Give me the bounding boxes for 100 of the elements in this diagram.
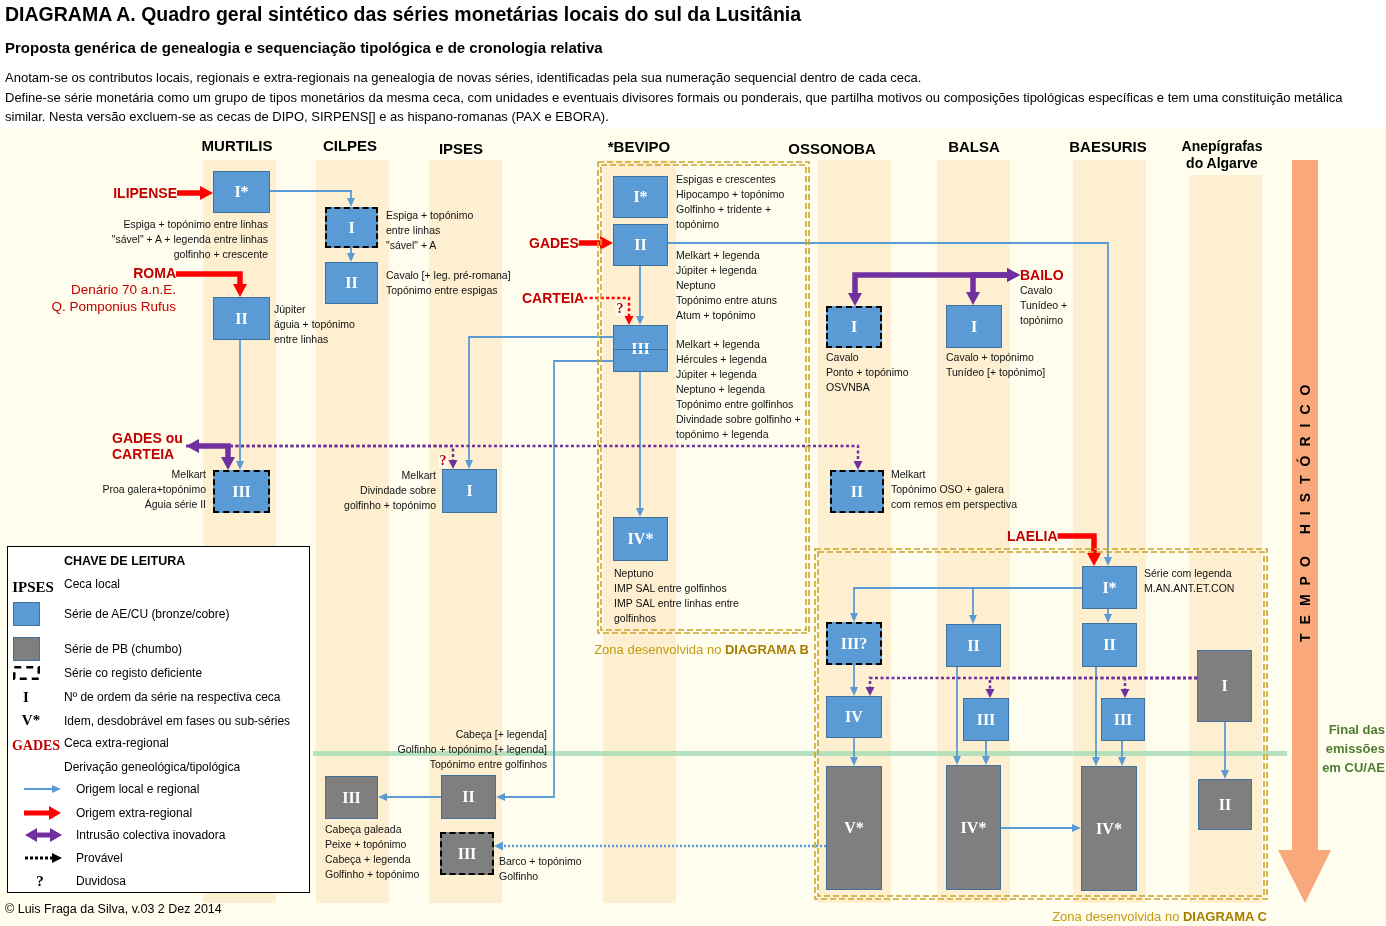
legend-text: Idem, desdobrável em fases ou sub-séries	[64, 713, 291, 729]
external-mint-label: ILIPENSE	[113, 185, 177, 201]
series-box: III?	[826, 622, 882, 665]
type-description: Espiga + topónimo entre linhas	[386, 208, 475, 238]
connector-arrow	[177, 186, 213, 200]
legend-text: Série co registo deficiente	[64, 665, 203, 681]
legend-text: Duvidosa	[76, 873, 127, 889]
type-description: Cabeça + legenda	[325, 852, 411, 867]
connector-arrow	[378, 793, 442, 801]
type-description: Peixe + topónimo	[325, 837, 407, 852]
connector-arrow	[186, 444, 863, 470]
series-box: II	[613, 224, 668, 266]
connector-arrow	[1120, 676, 1197, 698]
connector-arrow	[1221, 721, 1229, 779]
type-description: Golfinho	[499, 869, 539, 884]
timeline-label: TEMPO HISTÓRICO	[1296, 381, 1314, 644]
type-description: Ponto + topónimo OSVNBA	[826, 365, 910, 395]
series-box: I	[826, 306, 882, 348]
external-mint-label: LAELIA	[1007, 528, 1058, 544]
connector-arrow	[636, 265, 644, 325]
connector-arrow	[584, 296, 634, 325]
connector-arrow	[236, 339, 244, 470]
type-description: Cavalo	[1020, 283, 1053, 298]
connector-arrow	[1092, 666, 1100, 766]
type-description: Cabeça galeada	[325, 822, 402, 837]
legend-symbol: I	[23, 688, 29, 706]
type-description: Tunídeo + topónimo	[1020, 298, 1069, 328]
series-box: IV*	[613, 517, 668, 561]
external-mint-label: GADES	[529, 235, 579, 251]
type-description: Águia série II	[144, 497, 206, 512]
legend-text: Provável	[76, 850, 123, 866]
zone-caption: Zona desenvolvida no DIAGRAMA C	[1052, 909, 1267, 925]
type-description: Hipocampo + topónimo	[676, 187, 785, 202]
type-description: Topónimo entre atuns	[676, 293, 777, 308]
legend-text: Origem extra-regional	[76, 805, 193, 821]
type-description: Melkart	[401, 468, 436, 483]
type-description: golfinho + crescente	[173, 247, 268, 262]
type-description: Cabeça [+ legenda]	[455, 727, 547, 742]
zone-caption: Zona desenvolvida no DIAGRAMA B	[594, 642, 809, 658]
connector-arrow	[176, 271, 247, 297]
type-description: IMP SAL entre golfinhos	[614, 581, 727, 596]
type-description: Golfinho + topónimo	[325, 867, 420, 882]
threshold-label: Final das emissões em CU/AE	[1321, 721, 1385, 777]
series-box: II	[213, 297, 270, 340]
legend-heading: CHAVE DE LEITURA	[64, 553, 186, 569]
edge-label: ?	[615, 302, 625, 316]
series-box: III	[1101, 698, 1145, 741]
series-box: II	[946, 624, 1001, 667]
series-box: III	[213, 470, 270, 513]
type-description: "sável" + A	[386, 238, 437, 253]
series-box: II	[1198, 779, 1252, 830]
connector-arrow	[966, 268, 1020, 305]
connector-arrow	[953, 666, 961, 765]
type-description: Divindade sobre golfinho + topónimo	[343, 483, 436, 513]
legend-text: Intrusão colectiva inovadora	[76, 827, 226, 843]
connector-arrow	[1118, 740, 1126, 766]
legend-text: Ceca local	[64, 576, 121, 592]
type-description: Topónimo OSO + galera com remos em perspectiva	[891, 482, 1019, 512]
intro-paragraph: Anotam-se os contributos locais, regionais e extra-regionais na genealogia de novas séries, identificadas pela sua numeração sequencial dentro de cada ceca.	[5, 69, 923, 87]
series-box: IV*	[1081, 766, 1137, 891]
series-box: I	[1197, 650, 1252, 722]
type-description: Melkart	[891, 467, 926, 482]
legend-text: Ceca extra-regional	[64, 735, 169, 751]
connector-arrow	[982, 740, 990, 765]
type-description: Hércules + legenda	[676, 352, 767, 367]
series-box: I	[946, 305, 1002, 348]
connector-arrow	[1057, 533, 1101, 566]
subtitle: Proposta genérica de genealogia e sequenciação tipológica e de cronologia relativa	[5, 38, 603, 57]
type-description: Topónimo entre golfinhos	[676, 397, 794, 412]
series-box: III	[325, 776, 378, 819]
series-box: IV	[826, 696, 882, 738]
type-description: Júpiter + legenda	[676, 263, 757, 278]
legend-symbol: IPSES	[12, 578, 54, 596]
column-header: *BEVIPO	[607, 138, 671, 155]
type-description: Atum + topónimo	[676, 308, 756, 323]
type-description: Cavalo	[826, 350, 859, 365]
type-description: Tunídeo [+ topónimo]	[946, 365, 1046, 380]
series-box: I*	[213, 171, 270, 213]
connector-arrow	[347, 247, 355, 262]
copyright-note: © Luis Fraga da Silva, v.03 2 Dez 2014	[5, 901, 222, 917]
type-description: Barco + topónimo	[499, 854, 582, 869]
connector-arrow	[496, 360, 614, 801]
type-description: Topónimo entre espigas	[386, 283, 498, 298]
column-header: MURTILIS	[201, 137, 273, 154]
type-description: Golfinho + topónimo [+ legenda]	[397, 742, 547, 757]
legend-text: Série de PB (chumbo)	[64, 641, 183, 657]
legend-text: Nº de ordem da série na respectiva ceca	[64, 689, 281, 705]
column-header: OSSONOBA	[788, 140, 876, 157]
column-header: BALSA	[948, 138, 1000, 155]
mint-note: Denário 70 a.n.E.	[70, 281, 176, 298]
type-description: águia + topónimo entre linhas	[274, 317, 356, 347]
external-mint-label: BAILO	[1020, 267, 1064, 283]
legend-text: Origem local e regional	[76, 781, 200, 797]
legend-symbol: GADES	[11, 737, 61, 755]
legend-symbol: V*	[21, 711, 41, 729]
connector-arrow	[494, 841, 826, 851]
type-description: Topónimo entre golfinhos	[429, 757, 547, 772]
connector-arrow	[186, 439, 235, 470]
connector-arrow	[1000, 824, 1081, 832]
external-mint-label: CARTEIA	[522, 290, 585, 306]
